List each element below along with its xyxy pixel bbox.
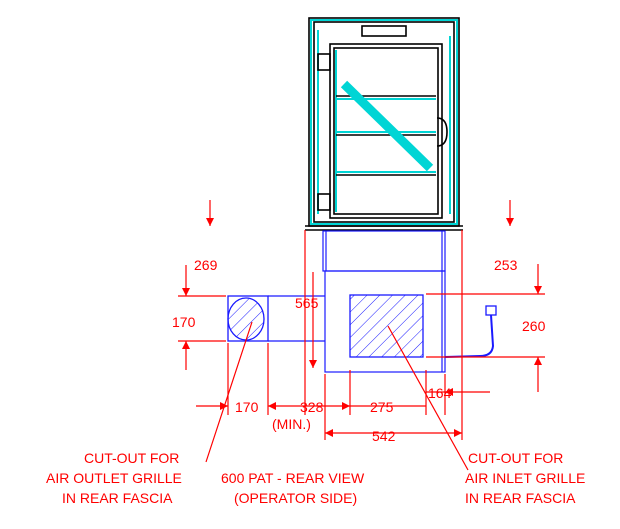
dim-170-bottom: 170 xyxy=(235,399,259,415)
dim-542: 542 xyxy=(372,428,396,444)
outlet-note-line-1: CUT-OUT FOR xyxy=(84,450,179,466)
base-unit xyxy=(322,230,446,373)
dim-170-left: 170 xyxy=(172,314,196,330)
inlet-note-line-3: IN REAR FASCIA xyxy=(465,490,576,506)
handle-top xyxy=(361,25,407,37)
outlet-note: CUT-OUT FOR AIR OUTLET GRILLE IN REAR FA… xyxy=(46,450,182,506)
title-line-1: 600 PAT - REAR VIEW xyxy=(221,470,365,486)
glass-reflection xyxy=(340,80,434,172)
door-handle xyxy=(436,117,448,147)
outlet-note-line-3: IN REAR FASCIA xyxy=(62,490,173,506)
display-cabinet xyxy=(305,17,463,231)
title-line-2: (OPERATOR SIDE) xyxy=(234,490,357,506)
power-cable-icon xyxy=(444,305,497,358)
dim-253: 253 xyxy=(494,257,518,273)
dimension-labels: 269 170 565 253 260 170 328 275 164 (MIN… xyxy=(172,257,546,444)
dim-min-label: (MIN.) xyxy=(272,416,311,432)
dim-260: 260 xyxy=(522,318,546,334)
hinge-top xyxy=(317,53,331,71)
drawing-title: 600 PAT - REAR VIEW (OPERATOR SIDE) xyxy=(221,470,365,506)
inlet-note-line-2: AIR INLET GRILLE xyxy=(465,470,585,486)
dim-565: 565 xyxy=(295,295,319,311)
air-inlet-cutout xyxy=(349,294,424,358)
dim-269: 269 xyxy=(194,257,218,273)
dim-328: 328 xyxy=(300,399,324,415)
cabinet-door xyxy=(329,43,443,219)
leader-lines xyxy=(205,321,469,471)
inlet-note: CUT-OUT FOR AIR INLET GRILLE IN REAR FAS… xyxy=(465,450,585,506)
outlet-note-line-2: AIR OUTLET GRILLE xyxy=(46,470,182,486)
dimension-lines xyxy=(178,200,545,440)
hinge-bottom xyxy=(317,193,331,211)
dim-275: 275 xyxy=(370,399,394,415)
dim-164: 164 xyxy=(428,385,452,401)
inlet-note-line-1: CUT-OUT FOR xyxy=(468,450,563,466)
